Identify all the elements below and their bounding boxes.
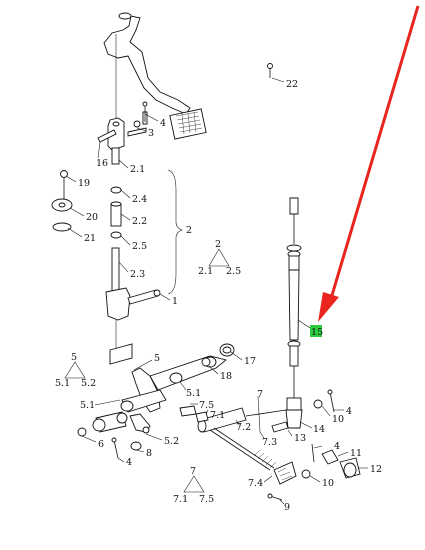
ring-17 bbox=[219, 343, 235, 357]
label-7-4: 7.4 bbox=[248, 478, 263, 489]
label-18: 18 bbox=[220, 371, 232, 382]
washer-20 bbox=[51, 198, 73, 212]
leader-lines bbox=[65, 77, 368, 505]
label-21: 21 bbox=[84, 233, 96, 244]
pedal-arm bbox=[103, 12, 207, 140]
bushing-6 bbox=[77, 427, 87, 437]
rod-7-2 bbox=[195, 407, 287, 433]
shaft-bracket bbox=[97, 111, 148, 151]
tri7-top: 7 bbox=[190, 466, 196, 477]
label-7: 7 bbox=[257, 389, 263, 400]
shaft-2-3 bbox=[111, 247, 120, 293]
triangle-group-7 bbox=[183, 475, 205, 493]
tri5-right: 5.2 bbox=[81, 378, 96, 389]
label-2-4: 2.4 bbox=[132, 194, 147, 205]
pin-13 bbox=[271, 421, 289, 433]
tri7-right: 7.5 bbox=[199, 494, 214, 505]
label-5-1: 5.1 bbox=[186, 388, 201, 399]
washer-8 bbox=[130, 441, 142, 451]
triangle-group-5 bbox=[64, 361, 86, 379]
label-14: 14 bbox=[313, 424, 325, 435]
label-4b: 4 bbox=[346, 406, 352, 417]
washer-10 bbox=[313, 399, 323, 409]
washer-21 bbox=[52, 222, 72, 232]
bushing-2-5 bbox=[110, 231, 122, 239]
label-3: 3 bbox=[148, 128, 154, 139]
label-16: 16 bbox=[96, 158, 108, 169]
tri5-top: 5 bbox=[71, 352, 77, 363]
label-13: 13 bbox=[294, 433, 306, 444]
pin-4b bbox=[111, 437, 119, 459]
label-2-3: 2.3 bbox=[130, 269, 145, 280]
label-11: 11 bbox=[350, 448, 362, 459]
label-9: 9 bbox=[284, 502, 290, 513]
bolt-19 bbox=[60, 170, 68, 200]
label-22: 22 bbox=[286, 79, 298, 90]
highlight-15 bbox=[310, 325, 322, 337]
pin-4 bbox=[142, 101, 148, 122]
bushing-2-4 bbox=[110, 186, 122, 194]
label-7-5: 7.5 bbox=[199, 400, 214, 411]
tri7-left: 7.1 bbox=[173, 494, 188, 505]
label-8: 8 bbox=[146, 448, 152, 459]
label-20: 20 bbox=[86, 212, 98, 223]
washer-18 bbox=[201, 357, 211, 367]
tri2-left: 2.1 bbox=[198, 266, 213, 277]
label-1: 1 bbox=[172, 296, 178, 307]
label-4: 4 bbox=[160, 118, 166, 129]
clevis-11 bbox=[311, 443, 339, 465]
label-17: 17 bbox=[244, 356, 256, 367]
pin-9 bbox=[267, 493, 283, 501]
label-10b: 10 bbox=[322, 478, 334, 489]
label-7-3: 7.3 bbox=[262, 437, 277, 448]
label-7-1: 7.1 bbox=[210, 410, 225, 421]
label-10: 10 bbox=[332, 414, 344, 425]
lever-5-2 bbox=[129, 405, 197, 434]
label-19: 19 bbox=[78, 178, 90, 189]
tri2-top: 2 bbox=[215, 239, 221, 250]
label-15: 15 bbox=[311, 327, 323, 338]
label-2-2: 2.2 bbox=[132, 216, 147, 227]
shaft-5-1 bbox=[92, 389, 167, 433]
pin-4c bbox=[327, 389, 335, 413]
triangle-group-2 bbox=[208, 248, 230, 267]
label-5-1b: 5.1 bbox=[80, 400, 95, 411]
label-5-2: 5.2 bbox=[164, 436, 179, 447]
rod-7-3 bbox=[209, 427, 275, 471]
label-2-5: 2.5 bbox=[132, 241, 147, 252]
tri5-left: 5.1 bbox=[55, 378, 70, 389]
tri2-right: 2.5 bbox=[226, 266, 241, 277]
shaft-2-1 bbox=[111, 147, 120, 165]
group-brace bbox=[167, 169, 183, 295]
label-12: 12 bbox=[370, 464, 382, 475]
label-6: 6 bbox=[98, 439, 104, 450]
spacer-2-2 bbox=[110, 203, 122, 227]
spring-end-7-4 bbox=[253, 449, 297, 485]
bolt-22 bbox=[267, 63, 273, 78]
label-7-2: 7.2 bbox=[236, 422, 251, 433]
label-4d: 4 bbox=[334, 441, 340, 452]
label-4c: 4 bbox=[126, 457, 132, 468]
washer-10b bbox=[301, 469, 311, 479]
cable-assembly bbox=[285, 197, 303, 429]
label-5: 5 bbox=[154, 353, 160, 364]
label-2-1: 2.1 bbox=[130, 164, 145, 175]
label-2: 2 bbox=[186, 225, 192, 236]
red-arrow bbox=[318, 5, 420, 322]
lever-1 bbox=[105, 287, 161, 321]
knob-12 bbox=[339, 457, 361, 479]
